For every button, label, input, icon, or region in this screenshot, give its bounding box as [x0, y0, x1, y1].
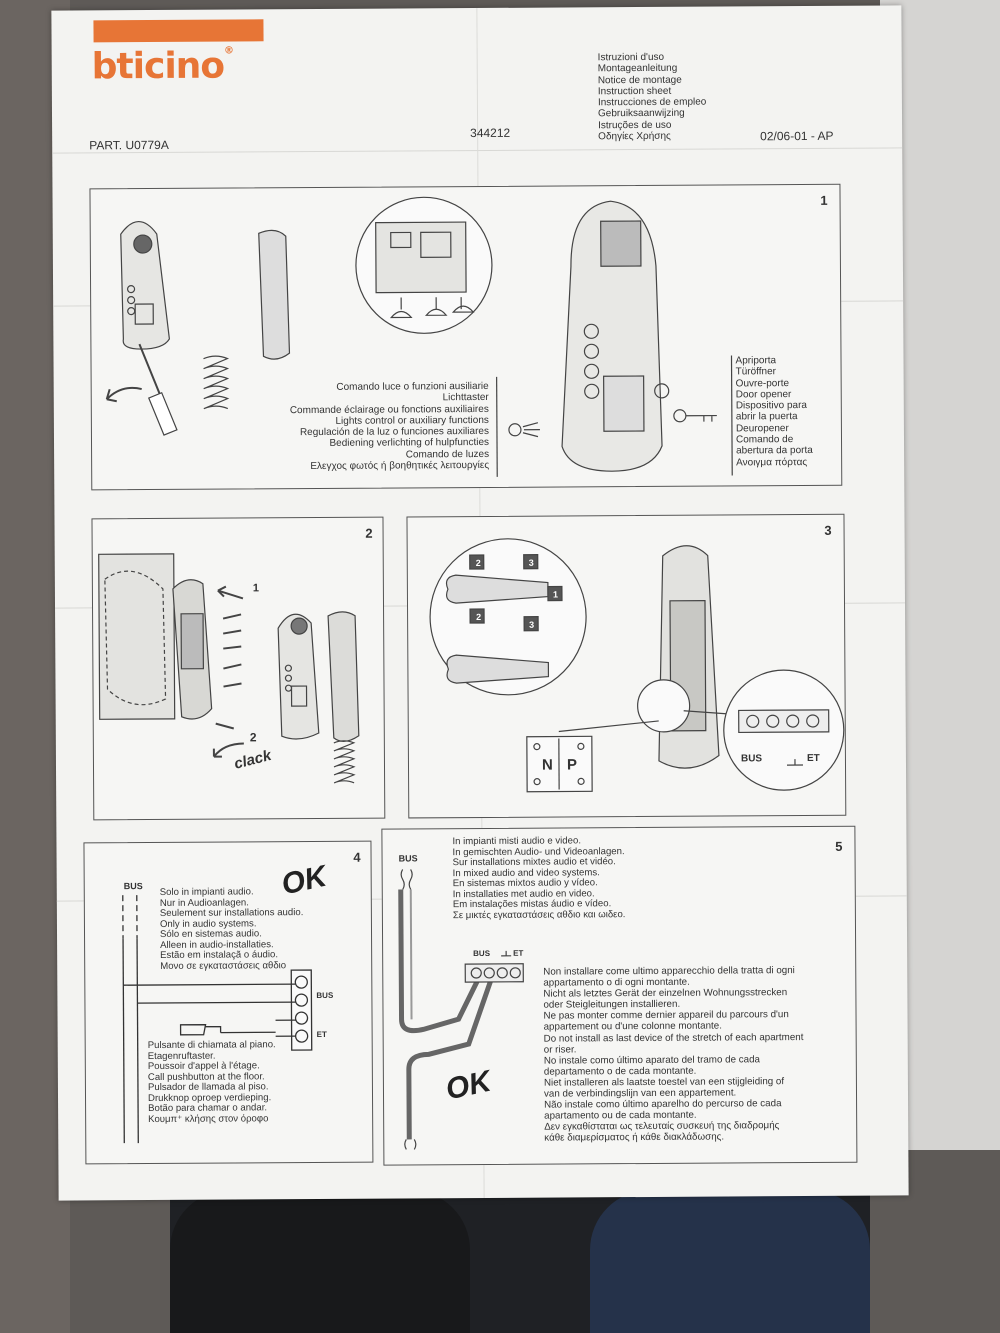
mixed-wiring-diagram [398, 869, 524, 1150]
bus-terminal-label: BUS [473, 948, 491, 959]
text-line: Μονο σε εγκαταστάσεις αθδιο [160, 959, 287, 972]
audio-wiring-diagram [122, 895, 313, 1144]
et-terminal-label: ET [316, 1029, 327, 1040]
text-line: abrir la puerta [735, 411, 798, 423]
coil-cord-icon [203, 355, 230, 410]
text-line: Türöffner [735, 366, 777, 378]
arrow-label: 2 [476, 611, 482, 623]
handset-icon [258, 229, 291, 360]
part-number: PART. U0779A [89, 137, 169, 153]
text-line: Instrucciones de empleo [597, 96, 707, 109]
text-line: Door opener [735, 388, 792, 401]
et-terminal-label: ET [513, 948, 524, 958]
wall-mounting-illustration [98, 553, 360, 784]
call-pushbutton-text: Pulsante di chiamata al piano.Etagenruft… [148, 1039, 277, 1125]
text-line: Οδηγίες Χρήσης [598, 130, 671, 143]
mixed-systems-text: In impianti misti audio e video.In gemis… [452, 835, 626, 921]
text-line: Não instale como último aparelho do perc… [544, 1098, 782, 1111]
step-label: 2 [249, 730, 257, 745]
key-icon [673, 409, 687, 423]
bus-terminal-label: BUS [316, 990, 334, 1001]
text-line: κάθε διαμερίσματος ή κάθε διακλάδωσης. [544, 1131, 725, 1145]
text-line: Do not install as last device of the str… [543, 1031, 804, 1045]
shoe-left [170, 1190, 470, 1333]
panel-3: 3 [406, 513, 847, 819]
cable-connection-illustration [429, 538, 845, 793]
panel-5: 5 BUS OK BUS ET In impianti misti audio … [381, 825, 858, 1166]
text-line: Ανοιγμα πόρτας [736, 456, 808, 469]
text-line: Ouvre-porte [735, 377, 790, 390]
text-line: Istruzioni d'uso [597, 51, 665, 64]
text-line: Comando de [735, 434, 794, 446]
not-last-device-text: Non installare come ultimo apparecchio d… [543, 965, 804, 1144]
screw-icon [215, 613, 242, 730]
arrow-label: 3 [528, 557, 534, 568]
et-label: ET [806, 752, 820, 765]
shoe-right [590, 1190, 870, 1333]
text-line: Instruction sheet [597, 85, 672, 98]
bus-label: BUS [740, 753, 763, 765]
arrow-label: 2 [475, 557, 481, 569]
text-line: Ne pas monter comme dernier appareil du … [543, 1009, 789, 1022]
text-line: Δεν εγκαθίσταται ως τελευταίς συσκευή τη… [544, 1120, 780, 1133]
p-terminal-label: P [566, 756, 578, 774]
step-label: 1 [252, 582, 260, 595]
text-line: Apriporta [735, 355, 777, 367]
panel-4: 4 OK BUS BUS ET Solo in impianti audio.N… [83, 840, 374, 1165]
brand-logo-bar [93, 19, 264, 43]
n-terminal-label: N [541, 756, 553, 774]
text-line: Non installare come ultimo apparecchio d… [543, 965, 795, 978]
text-line: Deuropener [735, 422, 789, 435]
audio-only-text: Solo in impianti audio.Nur in Audioanlag… [160, 886, 304, 972]
text-line: Dispositivo para [735, 400, 807, 412]
text-line: Bediening verlichting of hulpfuncties [329, 437, 490, 450]
text-line: Lichttaster [442, 392, 489, 404]
instruction-sheet: bticino® PART. U0779A 344212 02/06-01 - … [51, 5, 909, 1201]
text-line: abertura da porta [736, 445, 813, 457]
terminal-block-icon [738, 709, 830, 734]
text-line: Ελεγχος φωτός ή βοηθητικές λειτουργίες [310, 460, 490, 473]
screwdriver-icon [138, 343, 163, 400]
arrow-label: 1 [552, 589, 558, 600]
intercom-icon [120, 220, 171, 350]
brand-logo: bticino® [91, 45, 234, 88]
text-line: Gebruiksaanwijzing [597, 108, 685, 120]
product-code: 344212 [470, 125, 511, 141]
text-line: Κουμπ⁺ κλήσης στον όροφο [148, 1112, 269, 1125]
arrow-label: 3 [529, 619, 535, 630]
text-line: Montageanleitung [597, 63, 678, 75]
print-date: 02/06-01 - AP [760, 128, 834, 144]
panel-1: 1 [89, 183, 843, 491]
text-line: Nicht als letztes Gerät der einzelnen Wo… [543, 987, 788, 1000]
text-line: Niet installeren als laatste toestel van… [543, 1076, 785, 1089]
lamp-icon [508, 423, 522, 437]
text-line: Σε μικτές εγκαταστάσεις αθδιο και ωιδεο. [452, 908, 626, 921]
panel-2: 2 1 2 [91, 516, 386, 821]
intercom-exploded-illustration [105, 196, 733, 477]
text-line: Notice de montage [597, 74, 682, 86]
text-line: Istruções de uso [598, 119, 672, 132]
